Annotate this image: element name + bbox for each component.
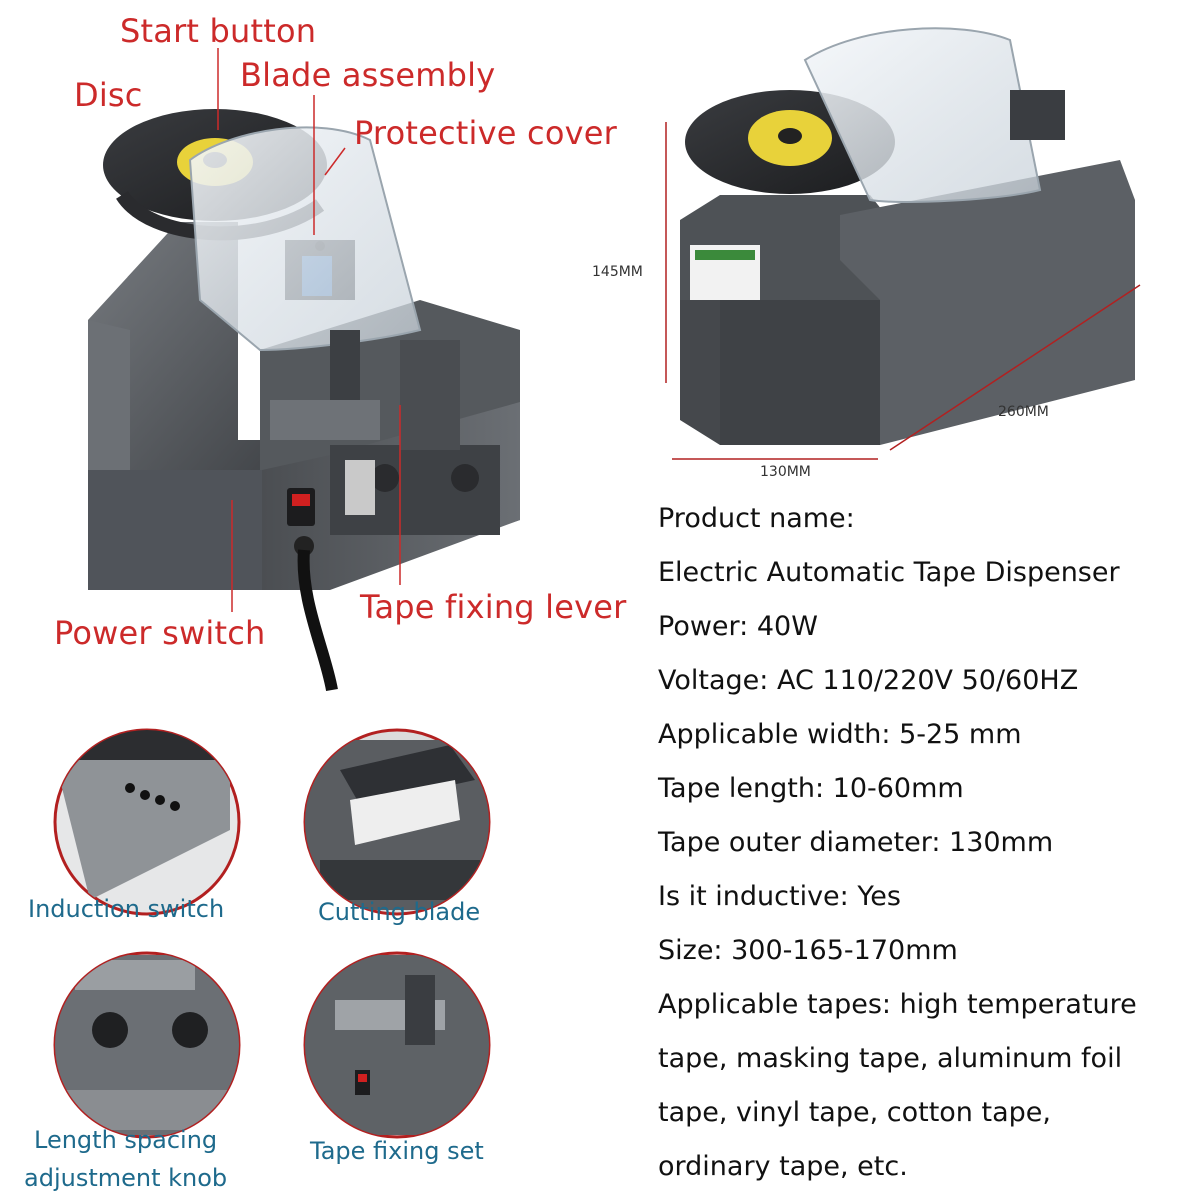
spec-applicable-width: Applicable width: 5-25 mm xyxy=(658,719,1022,750)
spec-applicable-tapes-line-4: ordinary tape, etc. xyxy=(658,1151,908,1182)
spec-voltage: Voltage: AC 110/220V 50/60HZ xyxy=(658,665,1079,696)
main-product-image xyxy=(88,109,520,692)
dimension-product-image xyxy=(680,27,1135,445)
spec-inductive: Is it inductive: Yes xyxy=(658,881,901,912)
dimension-lines xyxy=(665,122,1141,460)
spec-tape-length: Tape length: 10-60mm xyxy=(658,773,964,804)
spec-applicable-tapes-line-1: Applicable tapes: high temperature xyxy=(658,989,1137,1020)
spec-applicable-tapes-line-2: tape, masking tape, aluminum foil xyxy=(658,1043,1123,1074)
detail-cutting-blade-image xyxy=(303,728,491,916)
caption-length-knob-line-1: Length spacing xyxy=(34,1126,218,1154)
callout-start-button: Start button xyxy=(120,12,317,50)
callout-lines xyxy=(217,48,401,612)
callout-disc: Disc xyxy=(74,76,143,114)
detail-length-knob-image xyxy=(53,951,241,1139)
spec-size: Size: 300-165-170mm xyxy=(658,935,958,966)
caption-cutting-blade: Cutting blade xyxy=(318,898,481,926)
caption-length-knob-line-2: adjustment knob xyxy=(24,1164,228,1192)
spec-tape-diameter: Tape outer diameter: 130mm xyxy=(658,827,1054,858)
callout-protective-cover: Protective cover xyxy=(354,114,617,152)
spec-product-name-label: Product name: xyxy=(658,503,855,534)
dimension-length: 260MM xyxy=(998,404,1049,420)
detail-tape-fixing-set-image xyxy=(303,951,491,1139)
spec-applicable-tapes-line-3: tape, vinyl tape, cotton tape, xyxy=(658,1097,1051,1128)
dimension-height: 145MM xyxy=(592,264,643,280)
spec-power: Power: 40W xyxy=(658,611,818,642)
dimension-width: 130MM xyxy=(760,464,811,480)
caption-tape-fixing-set: Tape fixing set xyxy=(310,1137,484,1165)
detail-induction-switch-image xyxy=(53,728,241,916)
caption-induction-switch: Induction switch xyxy=(28,895,225,923)
spec-product-name-value: Electric Automatic Tape Dispenser xyxy=(658,557,1120,588)
callout-power-switch: Power switch xyxy=(54,614,266,652)
callout-tape-fixing-lever: Tape fixing lever xyxy=(360,588,627,626)
callout-blade-assembly: Blade assembly xyxy=(240,56,496,94)
